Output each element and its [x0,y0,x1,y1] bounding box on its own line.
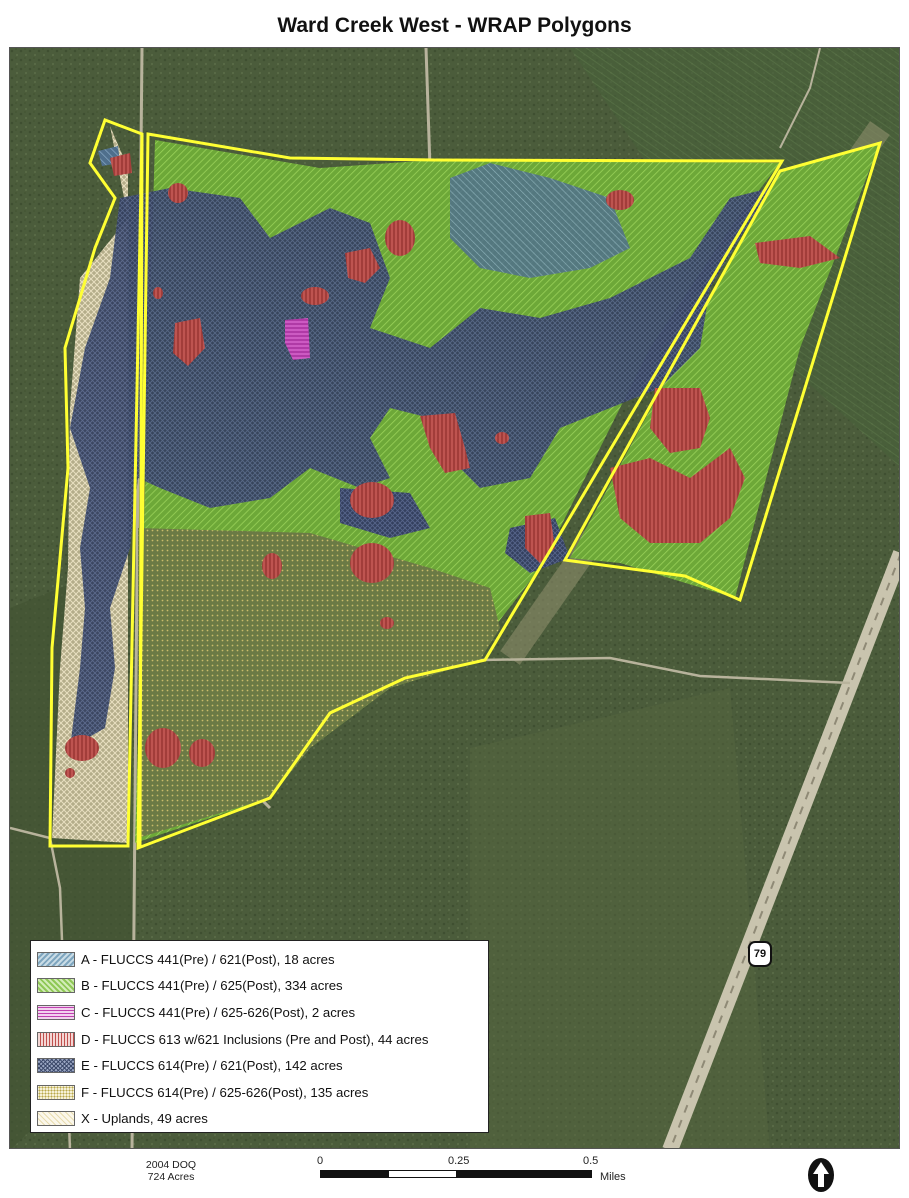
legend-item-d: D - FLUCCS 613 w/621 Inclusions (Pre and… [37,1026,488,1053]
polygon-d-15[interactable] [145,728,181,768]
polygon-d-8[interactable] [420,413,470,473]
map-title: Ward Creek West - WRAP Polygons [277,14,632,37]
legend-swatch-e [37,1058,75,1074]
legend-swatch-f [37,1084,75,1100]
scale-bar: 0 0.25 0.5 Miles [317,1155,650,1195]
polygon-d-9[interactable] [350,482,394,518]
polygon-d-7[interactable] [606,190,634,210]
scale-segment-1 [321,1171,389,1177]
legend-swatch-b [37,978,75,994]
polygon-d-4[interactable] [345,248,380,283]
polygon-d-3[interactable] [385,220,415,256]
scale-bar-graphic [320,1170,592,1178]
polygon-d-16[interactable] [189,739,215,767]
polygon-d-20[interactable] [755,236,840,268]
legend-label-x: X - Uplands, 49 acres [81,1111,208,1127]
scale-units-label: Miles [600,1171,626,1183]
boundary-east-parcel [562,140,883,603]
polygon-e[interactable] [70,188,770,748]
scale-tick-05: 0.5 [583,1155,599,1167]
legend-label-b: B - FLUCCS 441(Pre) / 625(Post), 334 acr… [81,978,343,994]
legend-label-c: C - FLUCCS 441(Pre) / 625-626(Post), 2 a… [81,1004,356,1020]
polygon-f[interactable] [138,528,500,838]
boundary-west-strip [48,118,144,848]
legend-swatch-x [37,1111,75,1127]
scale-segment-3 [456,1171,591,1177]
polygon-d-17[interactable] [65,735,99,761]
map-legend: A - FLUCCS 441(Pre) / 621(Post), 18 acre… [30,940,489,1133]
scale-tick-0: 0 [317,1155,324,1167]
polygon-d-5[interactable] [301,287,329,305]
polygon-d-22[interactable] [610,448,745,543]
polygon-d-13[interactable] [262,553,282,579]
legend-label-d: D - FLUCCS 613 w/621 Inclusions (Pre and… [81,1031,429,1047]
polygon-d-14[interactable] [380,617,394,629]
boundary-main-parcel [136,132,785,851]
polygon-d-1[interactable] [110,153,132,176]
legend-label-f: F - FLUCCS 614(Pre) / 625-626(Post), 135… [81,1084,369,1100]
polygon-d-19[interactable] [153,287,163,299]
polygon-d-11[interactable] [495,432,509,444]
legend-swatch-d [37,1031,75,1047]
clearing-area [470,688,770,1148]
legend-swatch-c [37,1004,75,1020]
polygon-d-10[interactable] [350,543,394,583]
legend-item-b: B - FLUCCS 441(Pre) / 625(Post), 334 acr… [37,973,488,1000]
scale-segment-2 [388,1171,456,1177]
legend-label-e: E - FLUCCS 614(Pre) / 621(Post), 142 acr… [81,1058,343,1074]
north-arrow-icon [808,1158,834,1192]
map-info: 2004 DOQ 724 Acres [126,1159,216,1183]
boundary-divider [138,133,144,847]
north-road [779,48,821,149]
legend-swatch-a [37,951,75,967]
legend-item-f: F - FLUCCS 614(Pre) / 625-626(Post), 135… [37,1079,488,1106]
highway-79-centerline [669,555,899,1148]
polygon-d-18[interactable] [65,768,75,778]
scale-tick-025: 0.25 [448,1155,470,1167]
imagery-source-label: 2004 DOQ [145,1159,197,1171]
legend-item-e: E - FLUCCS 614(Pre) / 621(Post), 142 acr… [37,1052,488,1079]
legend-item-a: A - FLUCCS 441(Pre) / 621(Post), 18 acre… [37,946,488,973]
polygon-a-north[interactable] [450,163,630,278]
legend-item-x: X - Uplands, 49 acres [37,1106,488,1133]
polygon-d-21[interactable] [650,388,710,453]
total-acres-label: 724 Acres [147,1171,195,1183]
legend-item-c: C - FLUCCS 441(Pre) / 625-626(Post), 2 a… [37,999,488,1026]
polygon-c[interactable] [285,318,310,360]
polygon-d-12[interactable] [525,513,555,563]
route-79-shield: 79 [748,941,772,967]
legend-label-a: A - FLUCCS 441(Pre) / 621(Post), 18 acre… [81,951,335,967]
polygon-d-2[interactable] [168,183,188,203]
polygon-d-6[interactable] [173,318,205,366]
east-west-road [479,656,851,685]
